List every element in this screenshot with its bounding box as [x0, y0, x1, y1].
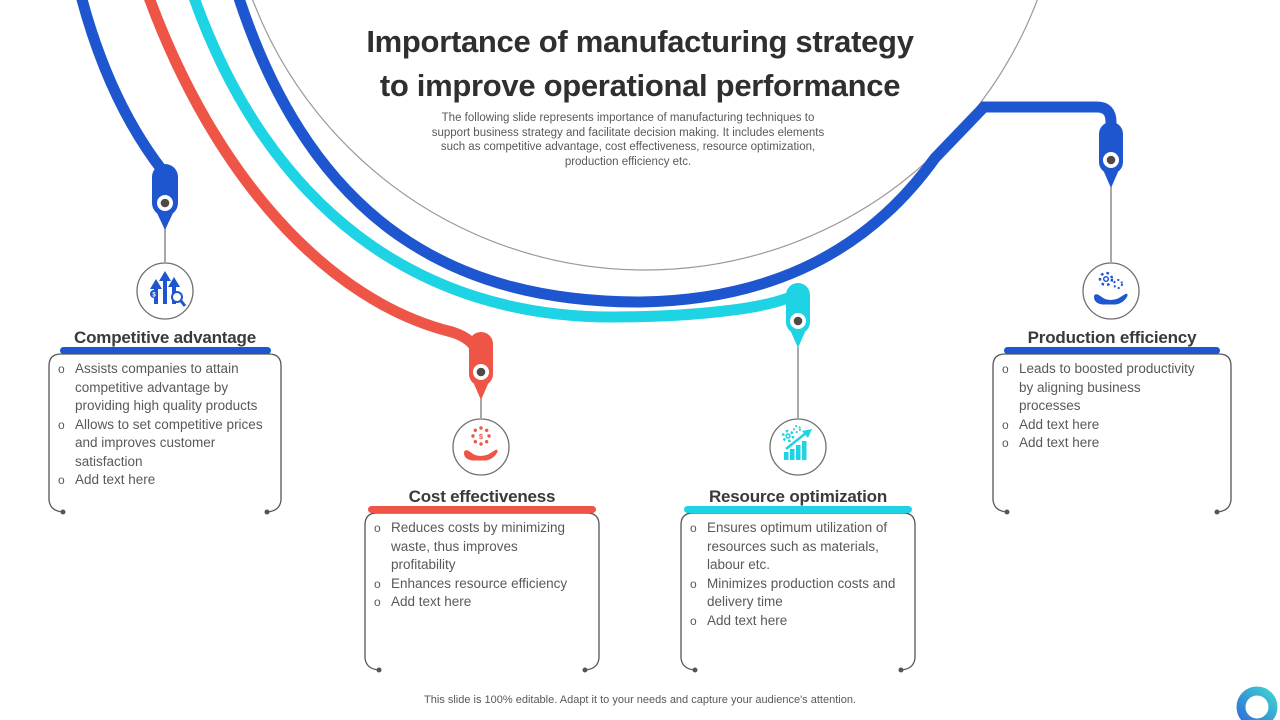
slide-title: Importance of manufacturing strategy to … — [0, 20, 1280, 108]
bullet-item: Minimizes production costs and delivery … — [687, 575, 913, 612]
bullet-item[interactable]: Add text here — [999, 434, 1205, 453]
gears-in-hand-icon — [1094, 271, 1128, 305]
curve-production — [233, 0, 1117, 308]
accent-underline — [368, 506, 596, 513]
bullet-item[interactable]: Add text here — [55, 471, 279, 490]
accent-underline — [1004, 347, 1220, 354]
growth-chart-gears-icon — [781, 425, 812, 460]
textbox-frames — [48, 353, 1232, 673]
frame-resource — [680, 512, 916, 673]
section-title-production: Production efficiency — [1027, 328, 1197, 347]
pin-production — [1099, 122, 1123, 188]
bullet-item[interactable]: Add text here — [371, 593, 577, 612]
icon-circles — [136, 262, 1140, 476]
bullet-item[interactable]: Add text here — [999, 416, 1205, 435]
pin-competitive — [152, 164, 178, 230]
pin-resource — [786, 283, 810, 348]
bullet-item: Leads to boosted productivity by alignin… — [999, 360, 1205, 416]
curve-resource — [189, 0, 803, 323]
growth-arrows-magnifier-icon: $ — [150, 271, 187, 307]
accent-underline — [60, 347, 271, 354]
bullet-list-cost: Reduces costs by minimizing waste, thus … — [371, 519, 577, 612]
pin-cost — [469, 332, 493, 400]
footer-note: This slide is 100% editable. Adapt it to… — [424, 694, 856, 706]
svg-text:$: $ — [152, 293, 156, 299]
bullet-item: Ensures optimum utilization of resources… — [687, 519, 913, 575]
background-arc-circle — [252, 0, 1038, 271]
section-title-competitive: Competitive advantage — [74, 328, 256, 347]
slide-subtitle: The following slide represents importanc… — [431, 112, 825, 168]
bullet-list-resource: Ensures optimum utilization of resources… — [687, 519, 913, 630]
curve-competitive — [76, 0, 168, 176]
bullet-list-production: Leads to boosted productivity by alignin… — [999, 360, 1205, 453]
bullet-item: Reduces costs by minimizing waste, thus … — [371, 519, 577, 575]
bullet-list-competitive: Assists companies to attain competitive … — [55, 360, 279, 490]
brand-logo-ring — [1236, 686, 1278, 720]
svg-text:$: $ — [479, 432, 484, 441]
bullet-item: Enhances resource efficiency — [371, 575, 577, 594]
coin-in-hand-icon: $ — [464, 426, 498, 461]
frame-production — [992, 353, 1232, 515]
bullet-item[interactable]: Add text here — [687, 612, 913, 631]
slide-title-line2: to improve operational performance — [379, 68, 901, 103]
frame-competitive — [48, 353, 282, 515]
section-title-resource: Resource optimization — [708, 487, 888, 506]
slide-title-line1: Importance of manufacturing strategy — [366, 24, 914, 59]
pin-connector-lines — [164, 184, 1112, 418]
bullet-item: Allows to set competitive prices and imp… — [55, 416, 279, 472]
accent-underline — [684, 506, 912, 513]
bullet-item: Assists companies to attain competitive … — [55, 360, 279, 416]
section-title-cost: Cost effectiveness — [408, 487, 556, 506]
frame-cost — [364, 512, 600, 673]
